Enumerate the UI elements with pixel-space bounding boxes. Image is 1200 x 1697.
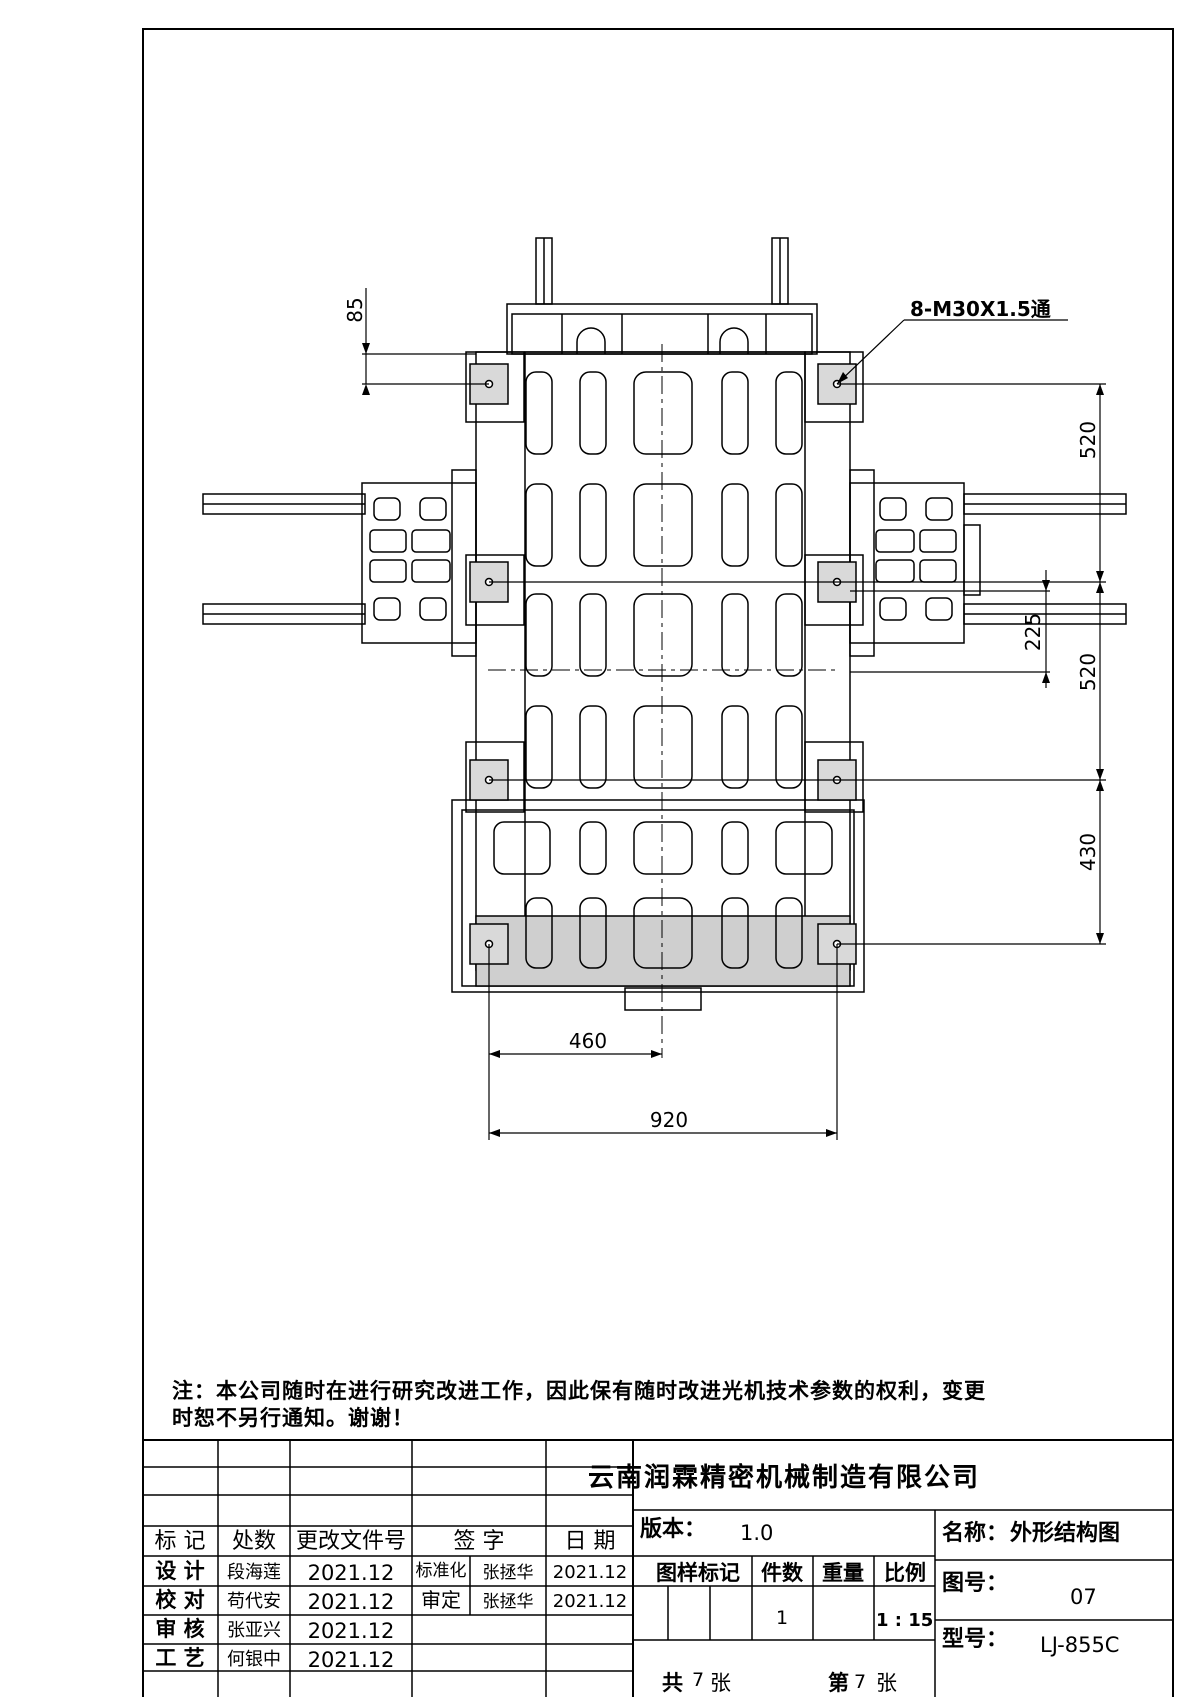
scale-value: 1 : 15: [876, 1610, 933, 1631]
version-value: 1.0: [740, 1521, 773, 1545]
dim-520-middle: 520: [1076, 653, 1100, 691]
signoff-date: 2021.12: [308, 1648, 395, 1672]
name-label: 名称：: [942, 1520, 1008, 1546]
approval-date: 2021.12: [553, 1591, 627, 1612]
signoff-date: 2021.12: [308, 1619, 395, 1643]
header-sample: 图样标记: [656, 1561, 740, 1585]
header-qty: 件数: [761, 1561, 804, 1585]
note-line: 注：本公司随时在进行研究改进工作，因此保有随时改进光机技术参数的权利，变更: [172, 1379, 986, 1403]
signoff-name: 段海莲: [227, 1562, 281, 1583]
company-name: 云南润霖精密机械制造有限公司: [588, 1462, 980, 1493]
drawing-no-label: 图号：: [942, 1571, 1008, 1596]
approval-name: 张拯华: [483, 1592, 534, 1612]
sheet-no-value: 7: [854, 1671, 866, 1693]
disclaimer-note: 注：本公司随时在进行研究改进工作，因此保有随时改进光机技术参数的权利，变更 时恕…: [172, 1378, 1172, 1432]
sheet-no-label: 第: [828, 1671, 849, 1695]
dimension-lines: [362, 288, 1106, 1140]
approval-role: 标准化: [416, 1561, 467, 1581]
signoff-name: 苟代安: [227, 1591, 281, 1612]
signoff-role: 审 核: [155, 1617, 204, 1641]
dimension-arrows: [362, 343, 1104, 1137]
header-weight: 重量: [822, 1561, 864, 1585]
signoff-date: 2021.12: [308, 1561, 395, 1585]
rev-header-doc: 更改文件号: [296, 1529, 406, 1554]
main-body: [475, 351, 851, 971]
lower-carriage: [451, 799, 865, 993]
dim-85: 85: [343, 297, 367, 322]
drawing-no-value: 07: [1070, 1585, 1097, 1609]
name-value: 外形结构图: [1010, 1520, 1120, 1546]
sheets-total-label: 共: [662, 1671, 683, 1695]
thread-callout: 8-M30X1.5通: [910, 297, 1051, 321]
note-line: 时恕不另行通知。谢谢！: [172, 1406, 414, 1430]
model-label: 型号：: [942, 1627, 1008, 1652]
rev-header-date: 日 期: [565, 1529, 616, 1554]
signoff-role: 设 计: [155, 1559, 204, 1583]
header-scale: 比例: [884, 1561, 926, 1585]
rev-header-count: 处数: [232, 1529, 276, 1554]
right-side-block: [849, 482, 965, 644]
machine-top-view: [202, 237, 1127, 1011]
signoff-name: 何银中: [227, 1649, 281, 1670]
dim-520-upper: 520: [1076, 421, 1100, 459]
qty-value: 1: [776, 1607, 788, 1629]
approval-name: 张拯华: [483, 1563, 534, 1583]
left-side-block: [361, 482, 477, 644]
signoff-date: 2021.12: [308, 1590, 395, 1614]
rev-header-sign: 签 字: [454, 1529, 505, 1554]
approval-role: 审定: [421, 1588, 461, 1612]
dim-430: 430: [1076, 833, 1100, 871]
sheets-total-value: 7: [692, 1669, 704, 1691]
dim-460: 460: [569, 1029, 607, 1053]
slot-pattern: [369, 371, 957, 969]
model-value: LJ-855C: [1040, 1633, 1119, 1657]
version-label: 版本：: [640, 1517, 706, 1542]
sheets-total-unit: 张: [710, 1671, 731, 1695]
center-lines: [488, 344, 840, 1058]
rev-header-mark: 标 记: [155, 1529, 206, 1554]
dim-225: 225: [1021, 613, 1045, 651]
approval-date: 2021.12: [553, 1562, 627, 1583]
sheet-no-unit: 张: [876, 1671, 897, 1695]
signoff-role: 工 艺: [155, 1646, 204, 1670]
bottom-stub: [624, 987, 702, 1011]
dim-920: 920: [650, 1108, 688, 1132]
signoff-role: 校 对: [155, 1588, 204, 1612]
sheet-border: [142, 28, 1174, 1697]
signoff-name: 张亚兴: [227, 1620, 281, 1641]
title-block-grid: [143, 1439, 1173, 1697]
